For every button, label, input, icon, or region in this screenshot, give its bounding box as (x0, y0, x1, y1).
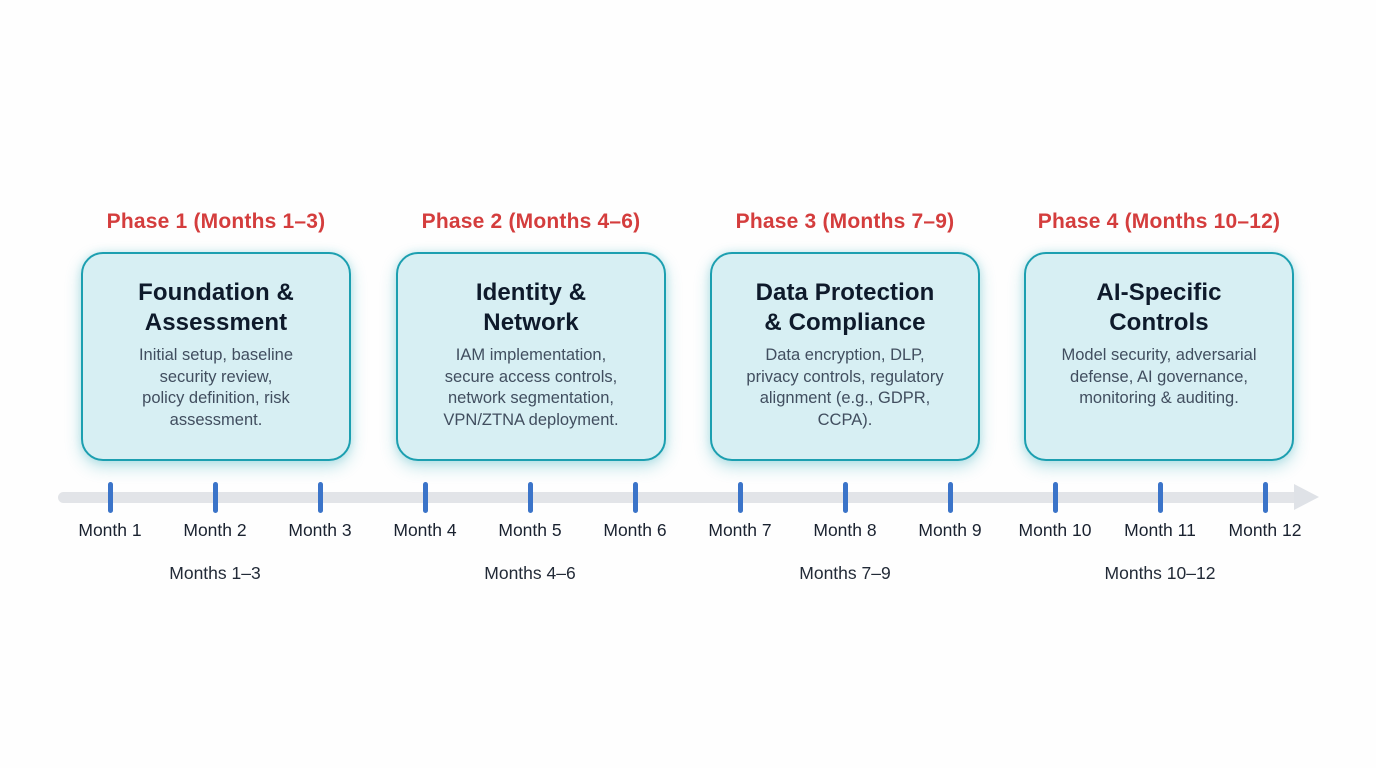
phase-3-card-description: Data encryption, DLP, privacy controls, … (746, 346, 944, 429)
timeline-tick-month-2 (213, 482, 218, 513)
month-label-2: Month 2 (183, 520, 247, 540)
phase-1-header: Phase 1 (Months 1–3) (106, 210, 326, 233)
phase-column-3: Phase 3 (Months 7–9) Data Protection & C… (710, 210, 980, 461)
month-label-3: Month 3 (288, 520, 352, 540)
month-label-4: Month 4 (393, 520, 457, 540)
phase-1-card-description: Initial setup, baseline security review,… (138, 346, 294, 429)
timeline-tick-month-8 (843, 482, 848, 513)
timeline-bar (58, 492, 1298, 503)
month-label-7: Month 7 (708, 520, 772, 540)
month-range-label-3: Months 7–9 (799, 563, 891, 583)
timeline-tick-month-11 (1158, 482, 1163, 513)
phase-2-card-title: Identity & Network (475, 279, 587, 336)
month-label-1: Month 1 (78, 520, 142, 540)
phase-column-2: Phase 2 (Months 4–6) Identity & Network … (396, 210, 666, 461)
phase-3-header: Phase 3 (Months 7–9) (735, 210, 955, 233)
timeline-tick-month-9 (948, 482, 953, 513)
timeline-tick-month-7 (738, 482, 743, 513)
phase-column-1: Phase 1 (Months 1–3) Foundation & Assess… (81, 210, 351, 461)
timeline-arrow-right-icon (1294, 484, 1319, 510)
month-label-12: Month 12 (1228, 520, 1302, 540)
phase-4-card: AI-Specific Controls Model security, adv… (1024, 252, 1294, 461)
month-label-11: Month 11 (1124, 520, 1196, 540)
phase-3-card: Data Protection & Compliance Data encryp… (710, 252, 980, 461)
phase-1-card-title: Foundation & Assessment (138, 279, 294, 336)
month-label-6: Month 6 (603, 520, 667, 540)
month-range-label-4: Months 10–12 (1104, 563, 1216, 583)
phase-3-card-title: Data Protection & Compliance (755, 279, 935, 336)
timeline-tick-month-12 (1263, 482, 1268, 513)
phase-2-header: Phase 2 (Months 4–6) (421, 210, 641, 233)
timeline-tick-month-5 (528, 482, 533, 513)
phase-2-card: Identity & Network IAM implementation, s… (396, 252, 666, 461)
timeline-tick-month-3 (318, 482, 323, 513)
month-range-label-1: Months 1–3 (169, 563, 261, 583)
phase-2-card-description: IAM implementation, secure access contro… (443, 346, 619, 429)
month-range-label-2: Months 4–6 (484, 563, 576, 583)
timeline-tick-month-6 (633, 482, 638, 513)
phase-4-header: Phase 4 (Months 10–12) (1037, 210, 1281, 233)
month-label-5: Month 5 (498, 520, 562, 540)
phase-4-card-description: Model security, adversarial defense, AI … (1061, 346, 1257, 407)
phase-column-4: Phase 4 (Months 10–12) AI-Specific Contr… (1024, 210, 1294, 461)
timeline-tick-month-10 (1053, 482, 1058, 513)
timeline-tick-month-1 (108, 482, 113, 513)
timeline-tick-month-4 (423, 482, 428, 513)
month-label-8: Month 8 (813, 520, 877, 540)
phase-4-card-title: AI-Specific Controls (1096, 279, 1222, 336)
month-label-10: Month 10 (1018, 520, 1092, 540)
phase-1-card: Foundation & Assessment Initial setup, b… (81, 252, 351, 461)
month-label-9: Month 9 (918, 520, 982, 540)
